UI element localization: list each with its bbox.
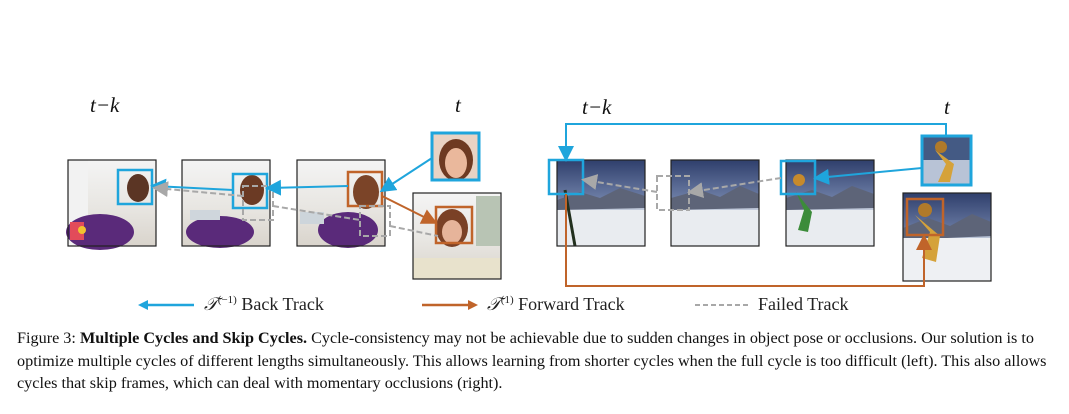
left-back-arrow-2 xyxy=(265,179,349,196)
right-label-t-minus-k: t−k xyxy=(582,95,612,119)
legend-back-symbol: 𝒯 xyxy=(204,294,218,314)
legend-forward-label: Forward Track xyxy=(518,294,625,314)
right-skip-back-arrow xyxy=(558,123,947,162)
right-frame-2 xyxy=(670,159,760,247)
legend-back: 𝒯(−1) Back Track xyxy=(204,294,324,315)
legend-back-label: Back Track xyxy=(241,294,324,314)
right-failed-arrow-2 xyxy=(581,174,658,193)
left-patch-t xyxy=(430,131,481,182)
left-box-t xyxy=(434,205,474,245)
right-frame-3 xyxy=(785,159,875,247)
legend-forward: 𝒯(1) Forward Track xyxy=(487,294,625,315)
left-label-t: t xyxy=(455,93,461,117)
right-frame-1 xyxy=(556,159,646,247)
left-frame-3 xyxy=(296,159,386,248)
legend-forward-arrow-icon xyxy=(422,300,478,310)
right-label-t: t xyxy=(944,95,950,119)
legend-failed-line-icon xyxy=(695,304,749,306)
figure-caption: Figure 3: Multiple Cycles and Skip Cycle… xyxy=(17,327,1057,395)
left-failed-box-2 xyxy=(242,185,274,221)
legend-forward-symbol: 𝒯 xyxy=(487,294,501,314)
left-forward-arrow xyxy=(381,195,438,224)
left-back-arrow-3 xyxy=(379,157,433,193)
left-label-t-minus-k: t−k xyxy=(90,93,120,117)
caption-body: Cycle-consistency may not be achievable … xyxy=(17,329,1047,392)
right-back-arrow xyxy=(813,167,923,185)
left-failed-arrow-1 xyxy=(152,181,244,198)
caption-title: Multiple Cycles and Skip Cycles. xyxy=(79,329,308,347)
legend-back-sup: (−1) xyxy=(217,294,237,306)
left-failed-arrow-3 xyxy=(389,225,439,237)
left-frame-t xyxy=(412,192,502,280)
caption-figure-number: Figure 3: xyxy=(17,329,80,347)
right-frame-t xyxy=(902,192,992,282)
legend-forward-sup: (1) xyxy=(500,294,514,306)
right-forward-arrow xyxy=(565,194,932,287)
right-failed-arrow-1 xyxy=(687,177,782,199)
figure-diagram xyxy=(66,123,992,287)
legend-failed-label: Failed Track xyxy=(758,294,849,314)
left-failed-box-3 xyxy=(359,205,391,237)
legend-back-arrow-icon xyxy=(138,300,194,310)
left-failed-arrow-2 xyxy=(272,205,361,221)
legend: 𝒯(−1) Back Track 𝒯(1) Forward Track Fail… xyxy=(0,292,1069,318)
right-patch-t xyxy=(920,134,973,187)
